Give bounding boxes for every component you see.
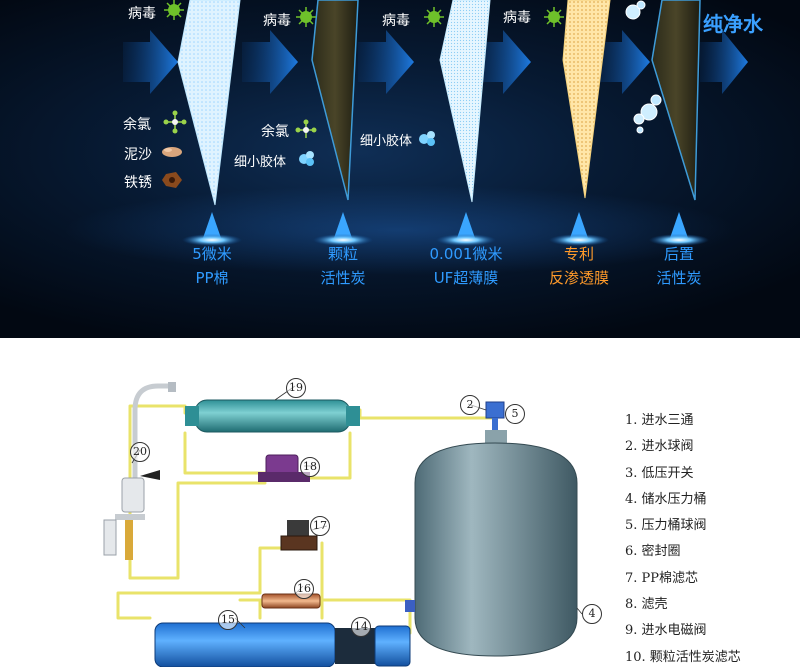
ro-system-diagram: 19 2 5 20 18 17 16 15 14 4 1. 进水三通 2. 进水… bbox=[0, 338, 800, 667]
chlorine-icon bbox=[163, 110, 187, 134]
legend-item: 1. 进水三通 bbox=[625, 413, 694, 428]
sand-label: 泥沙 bbox=[124, 147, 152, 163]
parts-legend: 1. 进水三通 2. 进水球阀 3. 低压开关 4. 储水压力桶 5. 压力桶球… bbox=[625, 408, 741, 667]
callout-2: 2 bbox=[460, 395, 480, 415]
stage-caption-line2: UF超薄膜 bbox=[433, 269, 499, 287]
stage-light bbox=[549, 212, 609, 246]
stage-caption-line1: 后置 bbox=[663, 245, 694, 263]
callout-5: 5 bbox=[505, 404, 525, 424]
stage-caption-line2: PP棉 bbox=[195, 269, 229, 287]
post-carbon-housing bbox=[185, 399, 360, 433]
faucet-icon bbox=[103, 382, 176, 560]
stage-caption-carbon: 颗粒 活性炭 bbox=[303, 242, 383, 290]
chlorine-label: 余氯 bbox=[123, 117, 151, 133]
stage-light bbox=[313, 212, 373, 246]
legend-item: 8. 滤壳 bbox=[625, 597, 668, 613]
callout-4: 4 bbox=[582, 604, 602, 624]
callout-16: 16 bbox=[294, 579, 314, 599]
chlorine-label: 余氯 bbox=[261, 124, 289, 140]
callout-15: 15 bbox=[218, 610, 238, 630]
pressure-switch-icon bbox=[258, 454, 310, 482]
virus-label: 病毒 bbox=[382, 13, 410, 29]
granular-carbon-layer bbox=[311, 0, 359, 201]
callout-18: 18 bbox=[300, 457, 320, 477]
filter-housing bbox=[154, 622, 411, 667]
ro-membrane-layer bbox=[562, 0, 611, 199]
virus-icon bbox=[424, 7, 444, 27]
legend-item: 6. 密封圈 bbox=[625, 544, 681, 560]
stage-caption-uf: 0.001微米 UF超薄膜 bbox=[416, 242, 516, 290]
virus-icon bbox=[164, 0, 184, 20]
flow-arrow bbox=[358, 30, 414, 94]
stage-caption-line1: 5微米 bbox=[192, 245, 232, 263]
virus-label: 病毒 bbox=[128, 6, 156, 22]
stage-caption-pp: 5微米 PP棉 bbox=[172, 242, 252, 290]
legend-item: 7. PP棉滤芯 bbox=[625, 570, 699, 586]
sand-icon bbox=[162, 147, 182, 157]
flow-arrow bbox=[475, 30, 531, 94]
virus-label: 病毒 bbox=[503, 10, 531, 26]
chlorine-icon bbox=[295, 119, 317, 138]
uf-membrane-layer bbox=[439, 0, 491, 203]
stage-caption-line1: 颗粒 bbox=[327, 245, 358, 263]
filtration-stages-banner: 病毒 病毒 病毒 病毒 余氯 泥沙 铁锈 余氯 细小胶体 细小胶体 纯净水 5微… bbox=[0, 0, 800, 338]
post-carbon-layer bbox=[651, 0, 701, 201]
callout-19: 19 bbox=[286, 378, 306, 398]
rust-label: 铁锈 bbox=[124, 175, 152, 191]
flow-arrow bbox=[596, 30, 650, 94]
legend-item: 4. 储水压力桶 bbox=[625, 491, 707, 507]
pure-water-label: 纯净水 bbox=[703, 12, 763, 36]
rust-icon bbox=[162, 172, 182, 188]
flow-arrow bbox=[123, 30, 178, 94]
flow-restrictor-icon bbox=[261, 593, 321, 609]
colloid-icon bbox=[419, 131, 435, 146]
flow-arrow bbox=[242, 30, 298, 94]
stage-caption-ro: 专利 反渗透膜 bbox=[529, 242, 629, 290]
callout-20: 20 bbox=[130, 442, 150, 462]
pp-cotton-layer bbox=[177, 0, 241, 206]
stage-light bbox=[436, 212, 496, 246]
water-droplet-icon bbox=[633, 94, 662, 134]
colloid-label: 细小胶体 bbox=[360, 134, 413, 149]
stage-caption-line2: 反渗透膜 bbox=[548, 269, 609, 287]
virus-label: 病毒 bbox=[263, 13, 291, 29]
colloid-icon bbox=[299, 151, 314, 166]
stage-caption-line2: 活性炭 bbox=[320, 269, 366, 287]
pressure-tank bbox=[405, 430, 578, 657]
solenoid-valve-icon bbox=[280, 520, 318, 551]
callout-17: 17 bbox=[310, 516, 330, 536]
flow-arrow bbox=[700, 30, 748, 94]
stage-light bbox=[182, 212, 242, 246]
legend-item: 10. 颗粒活性炭滤芯 bbox=[625, 649, 741, 665]
stage-caption-line1: 0.001微米 bbox=[429, 245, 503, 263]
colloid-label: 细小胶体 bbox=[234, 155, 287, 170]
virus-icon bbox=[544, 7, 564, 27]
background-glow bbox=[0, 150, 800, 310]
legend-item: 3. 低压开关 bbox=[625, 465, 694, 481]
stage-caption-line2: 活性炭 bbox=[656, 269, 702, 287]
legend-item: 5. 压力桶球阀 bbox=[625, 518, 707, 534]
legend-item: 9. 进水电磁阀 bbox=[625, 623, 707, 639]
callout-14: 14 bbox=[351, 617, 371, 637]
plumbing-illustration bbox=[103, 382, 583, 667]
virus-icon bbox=[296, 7, 316, 27]
legend-item: 2. 进水球阀 bbox=[625, 439, 694, 455]
stage-light bbox=[649, 212, 709, 246]
stage-caption-post-carbon: 后置 活性炭 bbox=[639, 242, 719, 290]
stage-caption-line1: 专利 bbox=[563, 245, 594, 263]
banner-graphics bbox=[123, 0, 748, 246]
water-droplet-icon bbox=[625, 0, 646, 20]
